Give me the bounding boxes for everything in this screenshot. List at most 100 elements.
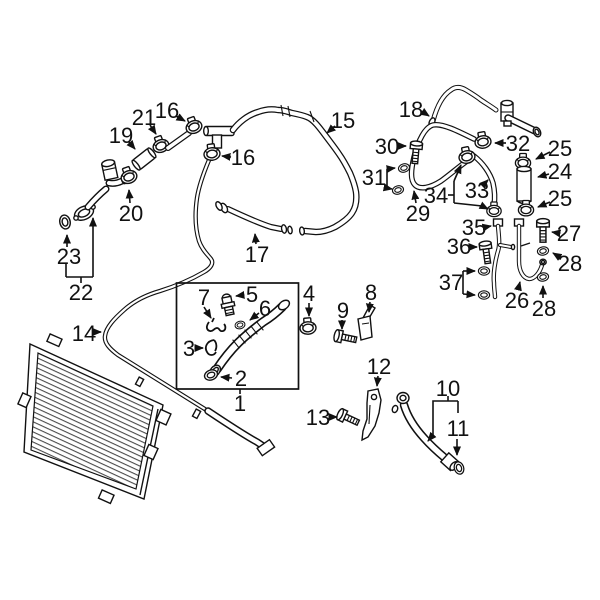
part-number-15: 15: [331, 108, 355, 133]
part-number-19: 19: [109, 123, 133, 148]
part-number-28: 28: [532, 296, 556, 321]
radiator: [16, 332, 172, 505]
hose-sleeve-ticks: [280, 104, 315, 123]
bracket-12: [361, 388, 382, 442]
part-number-17: 17: [245, 242, 269, 267]
callout-4: 4: [303, 281, 315, 317]
spring-clip-3: [204, 339, 218, 356]
bolt-27: [535, 217, 551, 243]
callout-33: 33: [465, 178, 489, 203]
o-ring-31b: [390, 183, 406, 197]
callout-15: 15: [326, 108, 355, 134]
leader-line-10: [427, 400, 458, 442]
callout-16: 16: [155, 98, 186, 123]
part-number-34: 34: [424, 183, 448, 208]
callout-24: 24: [537, 159, 572, 184]
part-number-2: 2: [235, 366, 247, 391]
part-number-32: 32: [506, 131, 530, 156]
hose-clamp-34a: [456, 144, 477, 166]
vent-hose-18: [428, 84, 499, 127]
leader-line-29: [411, 190, 420, 204]
water-pipe-26: [513, 218, 547, 282]
radiator-bottom-tab: [97, 488, 115, 505]
bolt-13: [334, 407, 362, 429]
part-number-36: 36: [447, 234, 471, 259]
part-number-14: 14: [72, 321, 96, 346]
part-number-25: 25: [548, 136, 572, 161]
part-number-37: 37: [439, 270, 463, 295]
leader-line-31: [386, 165, 396, 174]
water-pipe-35: [491, 218, 516, 300]
callout-23: 23: [57, 234, 81, 269]
leader-line-7: [203, 306, 212, 319]
coolant-pipe-14: [102, 157, 276, 457]
part-number-16: 16: [155, 98, 179, 123]
o-ring-23: [57, 213, 73, 231]
part-number-13: 13: [306, 405, 330, 430]
part-number-8: 8: [365, 280, 377, 305]
leader-line-21: [147, 124, 157, 135]
part-number-28: 28: [558, 251, 582, 276]
o-ring-37b: [477, 290, 491, 300]
leader-line-24: [537, 170, 550, 179]
callout-26: 26: [505, 281, 529, 313]
pipe-mount-tab-2: [191, 408, 202, 420]
bracket-8: [357, 304, 376, 341]
part-number-31: 31: [362, 165, 386, 190]
callout-37: 37: [439, 267, 476, 299]
part-number-29: 29: [406, 201, 430, 226]
parts-group-box: [175, 282, 300, 390]
hose-corrugations: [232, 321, 264, 349]
leader-line-16: [175, 113, 186, 122]
part-number-9: 9: [337, 298, 349, 323]
leader-line-25: [537, 200, 551, 208]
callout-12: 12: [367, 354, 391, 387]
stub-hose: [165, 130, 192, 151]
callout-11: 11: [447, 416, 470, 456]
callout-7: 7: [198, 285, 212, 319]
callout-5: 5: [235, 282, 258, 307]
o-ring-6: [233, 319, 247, 331]
upper-radiator-hose-15: [229, 104, 360, 236]
leader-line-26: [514, 281, 522, 292]
pipe-mount-tab-1: [134, 376, 145, 388]
vent-valve-fitting: [500, 99, 542, 138]
o-ring-28a: [536, 245, 550, 257]
callout-16: 16: [221, 145, 255, 170]
callout-35: 35: [462, 215, 492, 240]
water-pipe-assembly-22: [73, 159, 128, 221]
callout-36: 36: [447, 234, 478, 259]
pipe-end-fitting: [256, 438, 276, 457]
leader-line-34: [453, 201, 489, 210]
leader-line-31: [382, 183, 393, 192]
hose-clamp-4: [298, 316, 318, 336]
part-number-18: 18: [399, 97, 423, 122]
retaining-clip-7: [205, 317, 227, 333]
t-fitting: [202, 125, 235, 149]
leader-line-2: [220, 373, 233, 382]
callout-32: 32: [494, 131, 530, 156]
lower-hose-1: [208, 299, 291, 378]
leader-line-25: [535, 151, 551, 160]
leader-line-16: [221, 152, 232, 161]
callout-28: 28: [552, 251, 582, 276]
leader-line-35: [481, 223, 492, 232]
callout-10: 10: [427, 376, 460, 442]
callout-34: 34: [424, 164, 489, 210]
leader-line-17: [251, 233, 260, 245]
part-number-11: 11: [447, 416, 470, 441]
leader-line-5: [235, 290, 245, 299]
part-number-20: 20: [119, 201, 143, 226]
callout-20: 20: [119, 189, 143, 226]
leader-line-33: [479, 179, 489, 189]
leader-line-28: [552, 252, 563, 261]
hose-piece-19: [131, 147, 157, 171]
o-ring-31a: [396, 161, 412, 175]
sensor-5: [220, 293, 236, 317]
part-number-25: 25: [548, 186, 572, 211]
callout-27: 27: [551, 221, 581, 246]
radiator-top-tab: [45, 332, 63, 348]
leader-line-6: [249, 311, 260, 321]
